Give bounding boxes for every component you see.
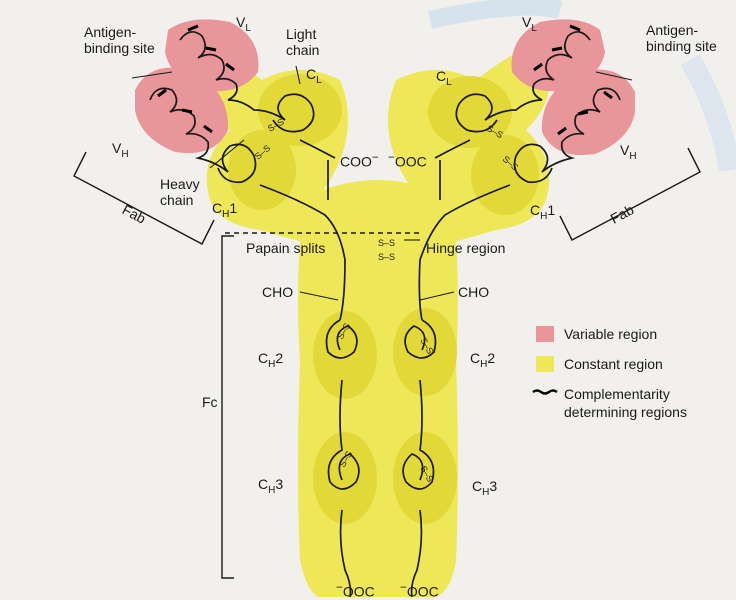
legend-variable-swatch	[536, 326, 554, 342]
ooc-terminus-label-top: −OOC	[388, 150, 427, 170]
cho-label-right: CHO	[458, 284, 489, 300]
background-band	[690, 60, 730, 170]
vl-label-left: VL	[236, 14, 251, 37]
background-band	[430, 7, 560, 20]
legend-cdr-sample	[533, 391, 557, 394]
legend-constant-label: Constant region	[564, 356, 663, 372]
legend-constant-swatch	[536, 356, 554, 372]
legend-variable-label: Variable region	[564, 326, 657, 342]
disulfide-marker: S–S	[378, 238, 395, 248]
ch2-label-right: CH2	[470, 350, 495, 373]
legend-cdr-label: Complementarity determining regions	[564, 385, 704, 421]
ch1-domain-right	[471, 135, 539, 215]
cho-label-left: CHO	[262, 284, 293, 300]
ch1-domain-left	[228, 130, 296, 210]
variable-region-shape	[135, 19, 635, 155]
hinge-region-label: Hinge region	[426, 240, 505, 256]
papain-splits-label: Papain splits	[246, 240, 325, 256]
heavy-chain-label: Heavy chain	[160, 176, 210, 208]
cl-label-left: CL	[306, 66, 322, 89]
vh-label-left: VH	[112, 140, 129, 163]
coo-terminus-label: COO−	[340, 150, 379, 170]
light-chain-label: Light chain	[286, 26, 346, 58]
fc-label: Fc	[202, 394, 218, 410]
ch1-label-left: CH1	[212, 200, 237, 223]
ch3-domain-left	[313, 432, 377, 524]
ch2-label-left: CH2	[258, 350, 283, 373]
vh-label-right: VH	[620, 142, 637, 165]
ch3-label-left: CH3	[258, 476, 283, 499]
cl-label-right: CL	[436, 68, 452, 91]
ch3-label-right: CH3	[472, 478, 497, 501]
antigen-binding-site-label-left: Antigen-binding site	[84, 24, 164, 56]
fc-bracket	[222, 236, 234, 578]
antigen-binding-site-label-right: Antigen-binding site	[646, 22, 726, 54]
ch1-label-right: CH1	[530, 202, 555, 225]
vl-label-right: VL	[522, 14, 537, 37]
disulfide-marker: S–S	[378, 252, 395, 262]
